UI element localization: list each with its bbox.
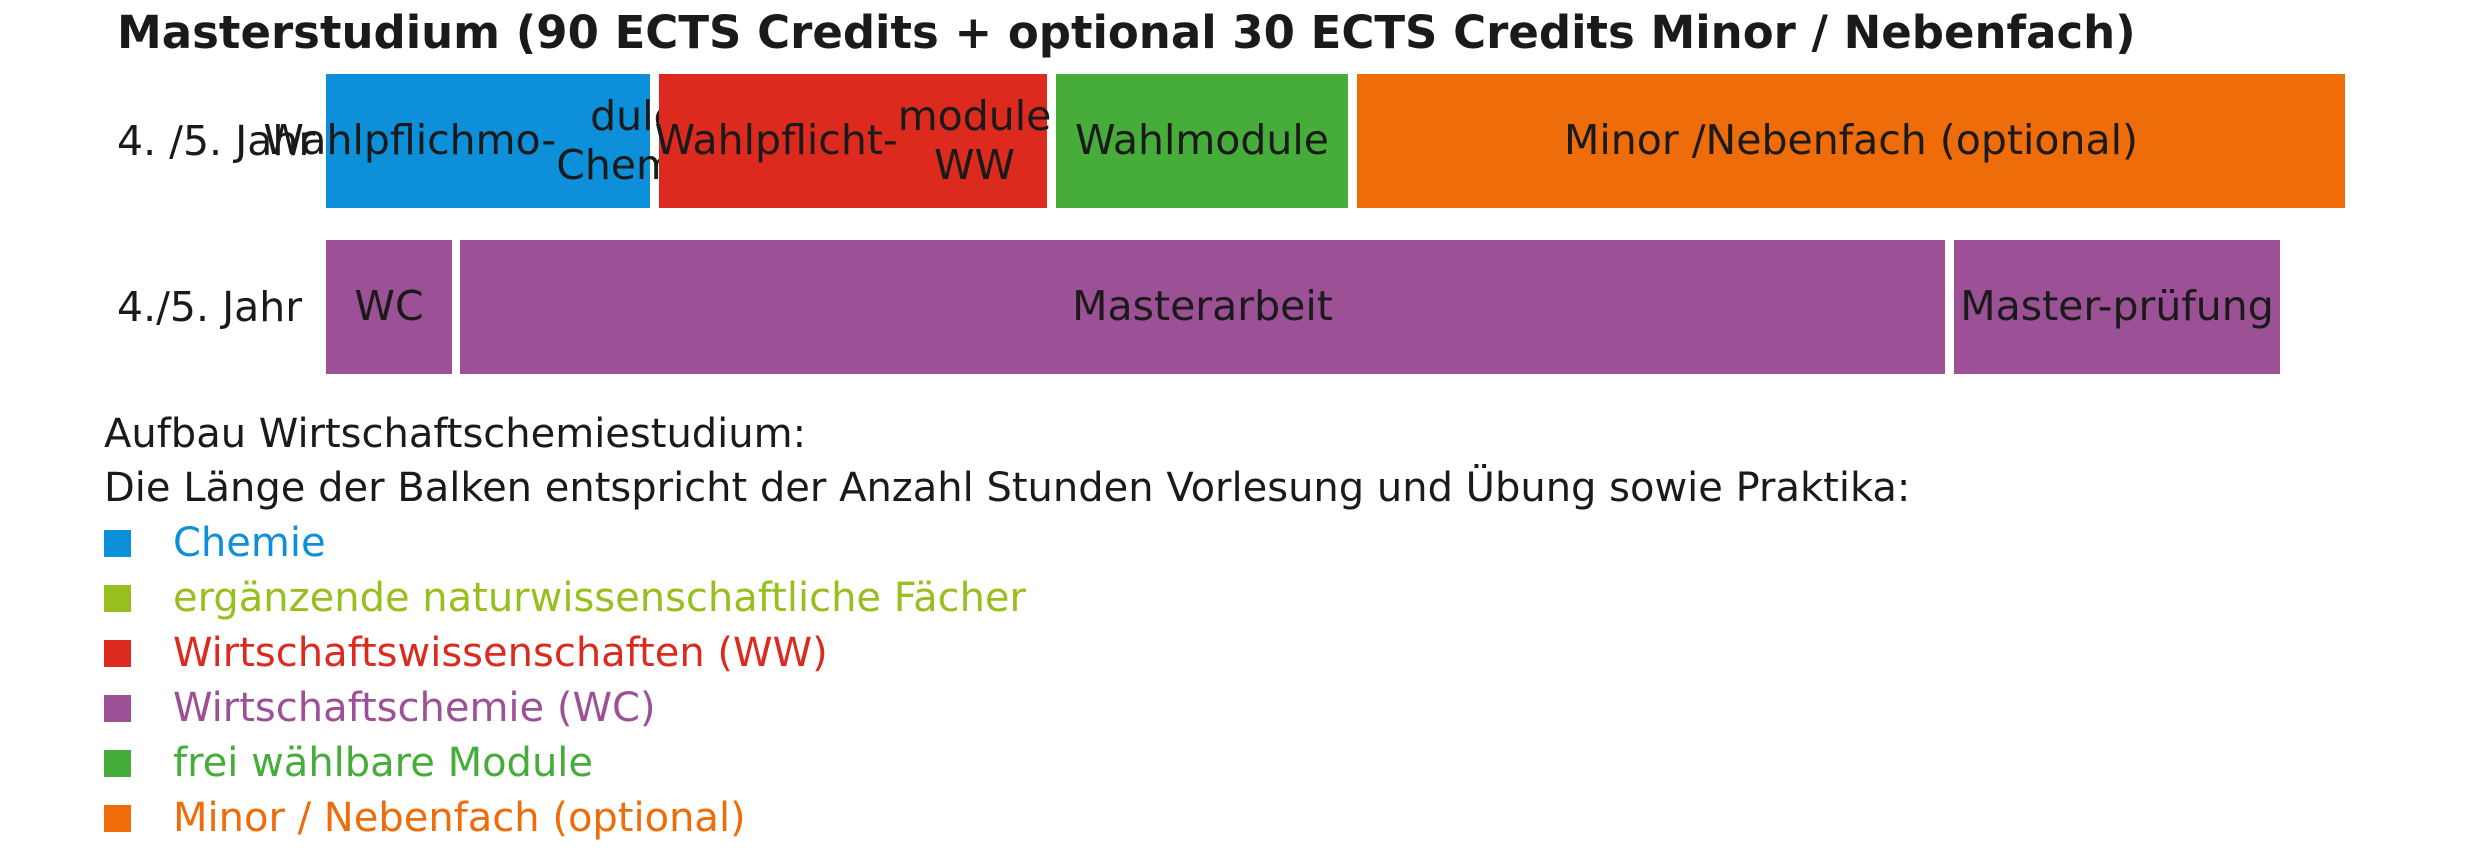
bar-text-line: Wahlpflicht-	[654, 116, 898, 165]
legend-label: Wirtschaftswissenschaften (WW)	[173, 630, 828, 676]
legend-item-minor: Minor / Nebenfach (optional)	[104, 793, 746, 843]
legend-item-freie-module: frei wählbare Module	[104, 738, 593, 788]
bar-text-line: Minor /Nebenfach (optional)	[1564, 116, 2138, 165]
bar-text-line: Wahlpflichmo-	[263, 116, 557, 165]
legend-item-chemie: Chemie	[104, 518, 326, 568]
bar-text-line: WC	[354, 282, 424, 331]
bar-text-line: prüfung	[2112, 282, 2274, 331]
bar-masterpruefung: Master- prüfung	[1954, 240, 2280, 374]
legend-label: Wirtschaftschemie (WC)	[173, 685, 656, 731]
legend-swatch-icon	[104, 639, 131, 667]
caption-line-1: Aufbau Wirtschaftschemiestudium:	[104, 411, 807, 457]
bar-text-line: module WW	[897, 91, 1052, 189]
legend-swatch-icon	[104, 584, 131, 612]
legend-swatch-icon	[104, 749, 131, 777]
diagram-title: Masterstudium (90 ECTS Credits + optiona…	[117, 6, 2136, 59]
bar-minor-nebenfach: Minor /Nebenfach (optional)	[1357, 74, 2345, 208]
bar-wahlmodule: Wahlmodule	[1056, 74, 1348, 208]
legend-label: ergänzende naturwissenschaftliche Fächer	[173, 575, 1026, 621]
legend-label: frei wählbare Module	[173, 740, 594, 786]
bar-text-line: Masterarbeit	[1072, 282, 1333, 331]
legend-label: Chemie	[173, 520, 326, 566]
bar-wc: WC	[326, 240, 452, 374]
row-label-2: 4./5. Jahr	[117, 283, 303, 331]
bar-text-line: Master-	[1960, 282, 2113, 331]
bar-masterarbeit: Masterarbeit	[460, 240, 1945, 374]
legend-swatch-icon	[104, 694, 131, 722]
legend-swatch-icon	[104, 804, 131, 832]
bar-wahlpflichtmodule-chemie: Wahlpflichmo- dule Chemie	[263, 74, 713, 208]
legend-swatch-icon	[104, 529, 131, 557]
legend-label: Minor / Nebenfach (optional)	[173, 795, 746, 841]
row-label-1: 4. /5. Jahr	[117, 117, 316, 165]
legend-item-naturwissenschaften: ergänzende naturwissenschaftliche Fächer	[104, 573, 1026, 623]
bar-wahlpflichtmodule-ww: Wahlpflicht- module WW	[655, 74, 1051, 208]
bar-text-line: Wahlmodule	[1074, 116, 1330, 165]
caption-line-2: Die Länge der Balken entspricht der Anza…	[104, 465, 1911, 511]
legend-item-ww: Wirtschaftswissenschaften (WW)	[104, 628, 828, 678]
legend-item-wc: Wirtschaftschemie (WC)	[104, 683, 656, 733]
